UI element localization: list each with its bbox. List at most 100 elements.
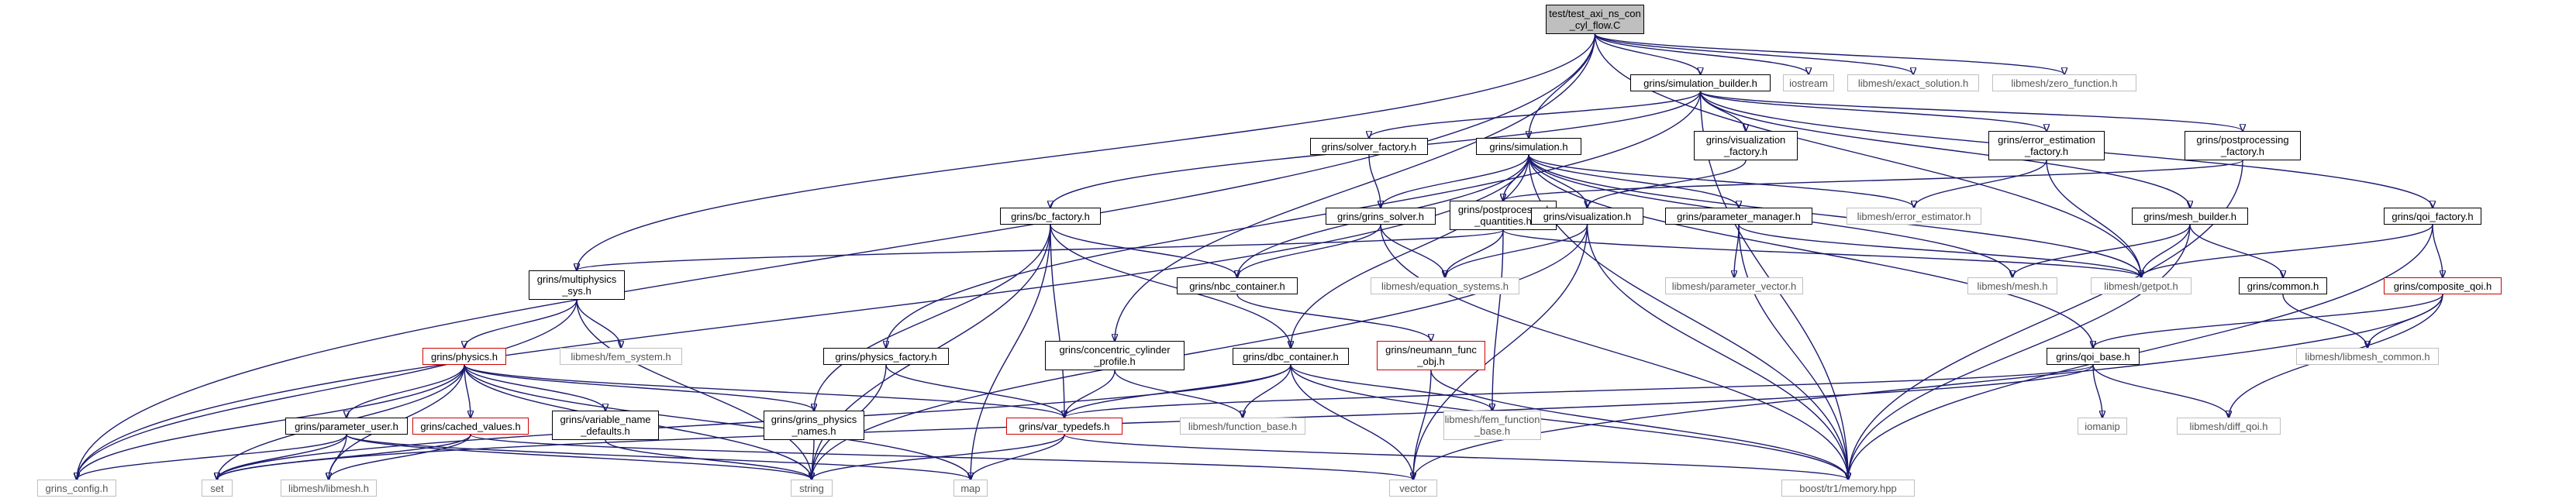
file-node-grins-config[interactable]: grins_config.h [37,480,116,497]
include-edge [329,434,471,480]
file-node-visualization-factory[interactable]: grins/visualization _factory.h [1694,131,1798,160]
file-node-iostream[interactable]: iostream [1783,74,1834,91]
include-edge [464,364,971,480]
include-edge [1064,364,2094,418]
file-node-libmesh-mesh[interactable]: libmesh/mesh.h [1967,277,2057,294]
include-edge [1502,229,2141,277]
include-edge [1529,33,1596,138]
include-edge [2093,294,2443,348]
include-edge [1594,33,1914,74]
file-node-multiphysics-sys[interactable]: grins/multiphysics _sys.h [529,270,625,300]
include-edge [217,434,471,480]
include-edge [77,33,1596,480]
include-edge [1114,370,1243,418]
file-node-variable-name-defaults[interactable]: grins/variable_name _defaults.h [552,411,659,440]
include-edge [1430,370,1848,480]
include-edge [1586,224,1849,480]
include-edge [464,364,605,411]
include-edge [1413,224,1588,480]
include-edge [1381,154,1529,208]
include-edge [464,364,471,418]
include-edge [1290,364,1492,411]
file-node-nbc-container[interactable]: grins/nbc_container.h [1177,277,1298,294]
file-node-libmesh-h[interactable]: libmesh/libmesh.h [281,480,377,497]
file-node-equation-systems[interactable]: libmesh/equation_systems.h [1371,277,1519,294]
include-edge [814,224,1051,411]
file-node-visualization[interactable]: grins/visualization.h [1531,208,1643,225]
file-node-physics[interactable]: grins/physics.h [422,348,506,365]
include-edge [1699,91,2243,131]
file-node-composite-qoi[interactable]: grins/composite_qoi.h [2384,277,2502,294]
include-edge [1050,224,1291,348]
file-node-exact-solution[interactable]: libmesh/exact_solution.h [1847,74,1979,91]
file-node-string[interactable]: string [791,480,833,497]
file-node-root[interactable]: test/test_axi_ns_con _cyl_flow.C [1546,5,1644,34]
include-edge [470,434,1413,480]
include-edge [77,434,347,480]
file-node-common[interactable]: grins/common.h [2239,277,2327,294]
include-edge [576,299,812,480]
file-node-simulation[interactable]: grins/simulation.h [1476,138,1581,155]
file-node-getpot[interactable]: libmesh/getpot.h [2091,277,2191,294]
file-node-vector[interactable]: vector [1389,480,1437,497]
include-edge [1115,33,1596,341]
file-node-concentric-cylinder-profile[interactable]: grins/concentric_cylinder _profile.h [1045,341,1185,370]
file-node-iomanip[interactable]: iomanip [2078,418,2127,435]
file-node-map[interactable]: map [953,480,988,497]
include-edge [886,91,1702,348]
include-edge [1369,91,1702,138]
include-edge [1738,224,2141,277]
file-node-dbc-container[interactable]: grins/dbc_container.h [1233,348,1349,365]
include-edge [971,434,1065,480]
file-node-solver-factory[interactable]: grins/solver_factory.h [1310,138,1428,155]
file-node-parameter-user[interactable]: grins/parameter_user.h [285,418,408,435]
include-edge [346,434,812,480]
file-node-parameter-vector[interactable]: libmesh/parameter_vector.h [1665,277,1803,294]
file-node-error-estimation-factory[interactable]: grins/error_estimation _factory.h [1988,131,2105,160]
file-node-cached-values[interactable]: grins/cached_values.h [412,418,529,435]
file-node-qoi-base[interactable]: grins/qoi_base.h [2047,348,2140,365]
file-node-libmesh-common[interactable]: libmesh/libmesh_common.h [2296,348,2439,365]
include-edge [1445,224,1588,277]
file-node-function-base[interactable]: libmesh/function_base.h [1180,418,1305,435]
include-edge [1594,33,1809,74]
include-edge [1237,224,1381,277]
include-edge [1594,33,2142,277]
file-node-memory-hpp[interactable]: boost/tr1/memory.hpp [1781,480,1915,497]
file-node-bc-factory[interactable]: grins/bc_factory.h [1000,208,1101,225]
include-edge [2092,364,2102,418]
include-edge [577,229,1504,270]
file-node-grins-solver[interactable]: grins/grins_solver.h [1326,208,1436,225]
include-edge [2141,224,2191,277]
file-node-qoi-factory[interactable]: grins/qoi_factory.h [2384,208,2481,225]
file-node-fem-system[interactable]: libmesh/fem_system.h [560,348,682,365]
include-edge [1368,154,1381,208]
include-edge [1064,434,1848,480]
include-edge [1594,33,2065,74]
include-edge [346,434,971,480]
include-edge [576,299,621,348]
file-node-grins-physics-names[interactable]: grins/grins_physics _names.h [764,411,864,440]
file-node-physics-factory[interactable]: grins/physics_factory.h [823,348,949,365]
include-edge [1243,364,1291,418]
include-edge [577,33,1596,270]
file-node-set[interactable]: set [202,480,233,497]
file-node-diff-qoi[interactable]: libmesh/diff_qoi.h [2177,418,2281,435]
include-edge [971,224,1051,480]
file-node-zero-function[interactable]: libmesh/zero_function.h [1992,74,2136,91]
file-node-neumann-func-obj[interactable]: grins/neumann_func _obj.h [1377,341,1485,370]
file-node-simulation-builder[interactable]: grins/simulation_builder.h [1630,74,1771,91]
file-node-postprocessing-factory[interactable]: grins/postprocessing _factory.h [2185,131,2301,160]
include-edge [1290,364,1413,480]
include-edge [77,299,578,480]
file-node-mesh-builder[interactable]: grins/mesh_builder.h [2132,208,2248,225]
file-node-error-estimator[interactable]: libmesh/error_estimator.h [1847,208,1981,225]
file-node-var-typedefs[interactable]: grins/var_typedefs.h [1006,418,1122,435]
file-node-fem-function-base[interactable]: libmesh/fem_function _base.h [1443,411,1541,440]
include-edge [2189,224,2283,277]
file-node-parameter-manager[interactable]: grins/parameter_manager.h [1665,208,1812,225]
include-edge [1914,160,2047,208]
include-edge [1528,154,2093,348]
